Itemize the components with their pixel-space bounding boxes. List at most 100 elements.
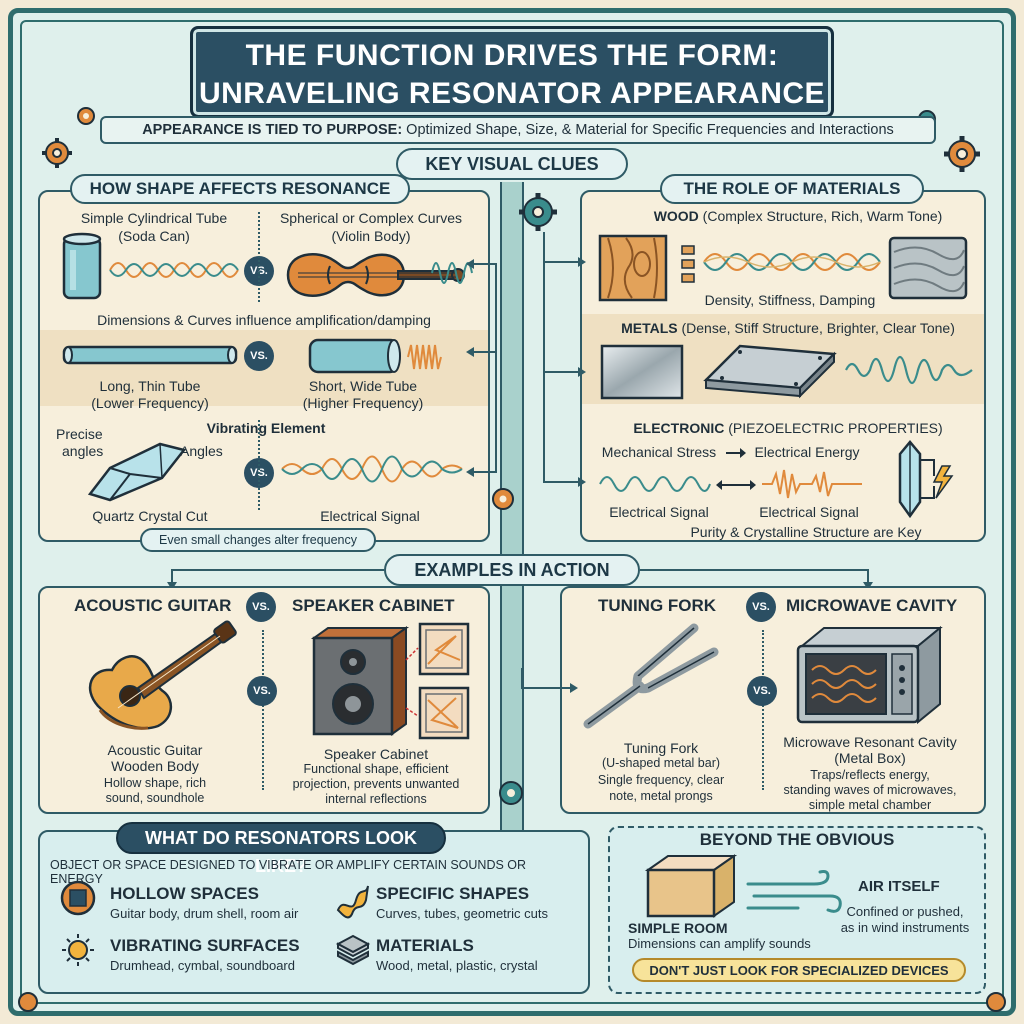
precise-label: Precise	[56, 426, 103, 442]
specific-shapes-title: SPECIFIC SHAPES	[376, 884, 530, 903]
double-arrow-icon	[716, 480, 756, 490]
acoustic-guitar-icon	[88, 620, 237, 730]
central-spine	[500, 182, 524, 842]
micro-line-1: Microwave Resonant Cavity	[783, 734, 957, 750]
short-wide-tube-icon	[308, 338, 401, 374]
angles-right-label: Angles	[180, 443, 223, 459]
materials-header: THE ROLE OF MATERIALS	[660, 174, 924, 204]
corner-accent-bottom-right	[986, 992, 1006, 1012]
gear-icon-center	[519, 193, 557, 231]
subtitle-bar: APPEARANCE IS TIED TO PURPOSE: Optimized…	[100, 116, 936, 144]
wood-grain-icon	[598, 234, 668, 302]
gear-icon-top-right	[944, 136, 980, 172]
guitar-line-3: Hollow shape, rich	[103, 776, 207, 790]
shape-footer: Even small changes alter frequency	[140, 528, 376, 552]
air-wind-icon	[746, 870, 842, 913]
quartz-label: Quartz Crystal Cut	[92, 508, 208, 524]
title-line-2: UNRAVELING RESONATOR APPEARANCE	[198, 77, 826, 110]
arrow-right-icon	[726, 448, 746, 458]
stone-texture-icon	[888, 236, 968, 300]
dimensions-note: Dimensions & Curves influence amplificat…	[97, 312, 431, 328]
cylinder-sub: (Soda Can)	[118, 228, 190, 244]
micro-line-5: simple metal chamber	[808, 798, 932, 812]
title-line-1: THE FUNCTION DRIVES THE FORM:	[245, 39, 779, 72]
vs-badge-shape-2: VS.	[244, 341, 274, 371]
wood-lead: WOOD	[653, 208, 699, 224]
cylinder-label: Simple Cylindrical Tube	[80, 210, 228, 226]
vs-badge-examples-3: VS.	[746, 592, 776, 622]
speaker-cabinet-icon	[310, 626, 410, 736]
vs-badge-examples-2: VS.	[247, 676, 277, 706]
simple-room-icon	[644, 854, 738, 918]
electronic-lead: ELECTRONIC	[633, 420, 725, 436]
vs-badge-examples-1: VS.	[246, 592, 276, 622]
short-tube-label: Short, Wide Tube	[308, 378, 418, 394]
microwave-icon	[796, 625, 943, 725]
electronic-title: ELECTRONIC (PIEZOELECTRIC PROPERTIES)	[596, 420, 980, 436]
inner-frame	[20, 20, 1004, 1004]
connector-arrows-right	[543, 232, 586, 487]
fork-line-2: (U-shaped metal bar)	[601, 756, 721, 770]
wave-wood	[703, 253, 881, 271]
air-title: AIR ITSELF	[858, 878, 940, 895]
wave-cylinder	[109, 262, 239, 278]
air-desc-1: Confined or pushed,	[846, 904, 964, 919]
specific-shapes-icon	[336, 885, 369, 919]
soda-can-icon	[62, 232, 102, 300]
guitar-line-2: Wooden Body	[111, 758, 199, 774]
speaker-cabinet-title: SPEAKER CABINET	[292, 596, 455, 615]
wood-layers-icon	[681, 245, 695, 283]
reflection-diagram-icon	[405, 622, 470, 740]
wood-rest: (Complex Structure, Rich, Warm Tone)	[698, 208, 943, 224]
metal-sheet-icon	[600, 344, 684, 400]
wood-title: WOOD (Complex Structure, Rich, Warm Tone…	[620, 208, 976, 224]
metals-rest: (Dense, Stiff Structure, Brighter, Clear…	[677, 320, 955, 336]
connector-arrow-left	[466, 259, 497, 477]
gear-icon-lower	[499, 781, 523, 805]
title-banner: THE FUNCTION DRIVES THE FORM: UNRAVELING…	[190, 26, 834, 118]
guitar-line-4: sound, soundhole	[105, 791, 205, 805]
long-tube-sub: (Lower Frequency)	[91, 395, 209, 411]
speaker-line-4: internal reflections	[325, 792, 427, 806]
speaker-line-3: projection, prevents unwanted	[292, 777, 460, 791]
electronic-rest: (PIEZOELECTRIC PROPERTIES)	[724, 420, 943, 436]
specific-shapes-desc: Curves, tubes, geometric cuts	[376, 906, 548, 921]
materials-stack-icon	[335, 934, 371, 966]
wave-violin	[431, 262, 473, 284]
vibrating-element-label: Vibrating Element	[206, 420, 326, 436]
wave-piezo-right	[762, 469, 862, 499]
what-definition: OBJECT OR SPACE DESIGNED TO VIBRATE OR A…	[50, 858, 527, 886]
key-visual-clues-pill: KEY VISUAL CLUES	[396, 148, 628, 180]
beyond-footer: DON'T JUST LOOK FOR SPECIALIZED DEVICES	[632, 958, 966, 982]
microwave-cavity-title: MICROWAVE CAVITY	[786, 596, 958, 615]
angles-left-label: angles	[62, 443, 104, 459]
fork-line-3: Single frequency, clear	[597, 773, 725, 787]
acoustic-guitar-title: ACOUSTIC GUITAR	[74, 596, 232, 615]
vibrating-surfaces-icon	[62, 934, 94, 966]
gear-icon-mid	[492, 488, 514, 510]
gear-icon-top-left-small	[77, 107, 95, 125]
metal-plate-icon	[703, 344, 837, 399]
air-desc-2: as in wind instruments	[840, 920, 970, 935]
micro-line-3: Traps/reflects energy,	[810, 768, 930, 782]
examples-header: EXAMPLES IN ACTION	[384, 554, 640, 586]
vibrating-surfaces-title: VIBRATING SURFACES	[110, 936, 300, 955]
short-tube-sub: (Higher Frequency)	[302, 395, 424, 411]
hollow-spaces-desc: Guitar body, drum shell, room air	[110, 906, 299, 921]
micro-line-4: standing waves of microwaves,	[783, 783, 957, 797]
divider-dotted-2	[258, 420, 260, 510]
metals-lead: METALS	[621, 320, 678, 336]
speaker-line-2: Functional shape, efficient	[303, 762, 449, 776]
hollow-spaces-icon	[60, 880, 96, 916]
connector-arrow-fork	[521, 668, 578, 693]
mech-stress-label: Mechanical Stress	[601, 444, 717, 460]
micro-line-2: (Metal Box)	[834, 750, 906, 766]
gear-icon-top-left	[42, 138, 72, 168]
materials-title: MATERIALS	[376, 936, 474, 955]
piezo-crystal-icon	[898, 440, 954, 519]
subtitle-rest: Optimized Shape, Size, & Material for Sp…	[402, 122, 894, 138]
wave-metal	[845, 355, 973, 385]
wave-short-tube	[407, 344, 442, 370]
materials-desc: Wood, metal, plastic, crystal	[376, 958, 538, 973]
elec-energy-label: Electrical Energy	[754, 444, 860, 460]
